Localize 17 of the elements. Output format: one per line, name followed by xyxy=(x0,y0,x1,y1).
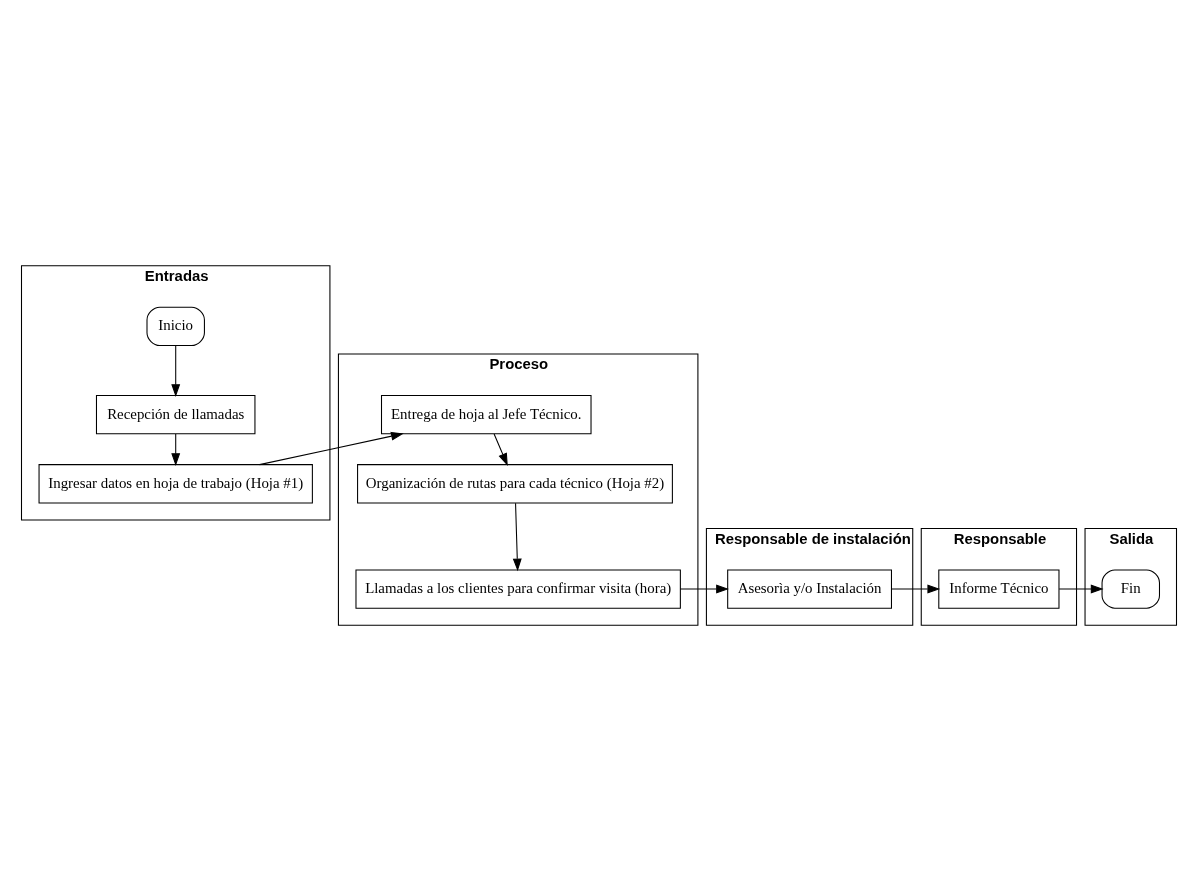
arrow xyxy=(171,433,181,466)
arrow xyxy=(891,584,941,594)
arrow xyxy=(171,344,181,397)
arrow xyxy=(1058,584,1104,594)
node-box: Fin xyxy=(1101,568,1160,609)
node-box: Entrega de hoja al Jefe Técnico. xyxy=(381,394,592,434)
node-box: Llamadas a los clientes para confirmar visita (hora) xyxy=(355,568,681,609)
node-box: Organización de rutas para cada técnico (Hoja #2) xyxy=(357,463,673,503)
node-box: Inicio xyxy=(146,306,205,346)
node-box: Ingresar datos en hoja de trabajo (Hoja #1) xyxy=(38,463,313,503)
arrow xyxy=(493,433,508,466)
node-box: Recepción de llamadas xyxy=(95,394,256,434)
node-box: Informe Técnico xyxy=(938,568,1060,609)
arrow xyxy=(259,431,404,465)
node-box: Asesorìa y/o Instalación xyxy=(727,568,892,609)
arrow xyxy=(512,502,522,571)
arrow xyxy=(679,584,729,594)
